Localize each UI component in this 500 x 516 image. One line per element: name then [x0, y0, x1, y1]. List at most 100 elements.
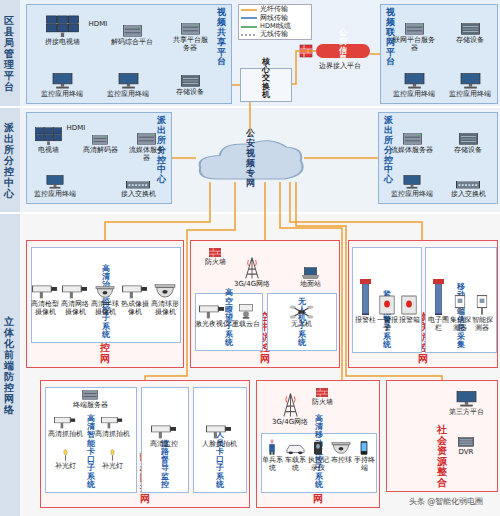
- device-label: 报警柱: [353, 316, 377, 324]
- mon-icon: [52, 73, 73, 89]
- srv-icon: [181, 23, 200, 35]
- device-label: 激光夜视仪: [194, 320, 230, 328]
- label-text: 边界接入平台: [314, 62, 366, 70]
- watermark: 头条 @智能化弱电圈: [394, 497, 498, 506]
- device-label: 监控应用终端: [30, 190, 80, 198]
- label-text: DVR: [451, 448, 481, 456]
- fw-icon: [316, 388, 328, 397]
- label-text: 监控应用终端: [103, 90, 153, 98]
- fiber-connector: [292, 51, 316, 84]
- node-title: 视频共享平台: [217, 8, 226, 67]
- label-text: 电子围栏: [426, 316, 450, 332]
- label-text: 第三方平台: [444, 408, 488, 416]
- label-text: 监控应用终端: [37, 90, 87, 98]
- label-text: 报警柱: [353, 316, 377, 324]
- box-icon: [401, 295, 417, 315]
- srv-icon: [82, 390, 98, 400]
- device-label: 监控应用终端: [389, 90, 439, 98]
- device-label: 车载系统: [284, 456, 306, 472]
- label-text: 接入交换机: [116, 190, 160, 198]
- band-label-column: [0, 108, 20, 212]
- device-label: 接入交换机: [446, 190, 490, 198]
- label-text: 电视墙: [30, 146, 66, 154]
- band-label-column: [0, 214, 20, 516]
- laptop-icon: [302, 267, 319, 279]
- device-label: 热成像摄像机: [121, 300, 149, 316]
- label-text: 监控应用终端: [387, 190, 437, 198]
- fiber-connector: [264, 182, 266, 240]
- label-text: 高清枪型摄像机: [31, 300, 59, 316]
- label-text: HDMI: [86, 20, 110, 28]
- node-title: 公安视频专网: [246, 129, 255, 188]
- label-text: 高清网络摄像机: [61, 300, 89, 316]
- label-text: 解码综合平台: [110, 38, 154, 46]
- region-label: 区县局管理平台: [4, 15, 14, 92]
- device-label: 补光灯: [50, 462, 80, 470]
- device-label: 头条 @智能化弱电圈: [394, 497, 498, 506]
- legend-line-sample: [241, 15, 257, 21]
- label-text: 高清球形摄像机: [151, 300, 179, 316]
- fiber-connector: [232, 84, 240, 86]
- stor-icon: [461, 23, 480, 35]
- legend-row: 网线传输: [241, 14, 309, 22]
- label-text: 监控应用终端: [445, 90, 495, 98]
- label-text: 布控球: [330, 456, 352, 464]
- device-label: 边界接入平台: [314, 62, 366, 70]
- device-label: 集成探测器: [448, 316, 472, 332]
- label-text: 手持终端: [353, 456, 375, 472]
- device-label: 执法记录仪: [307, 456, 329, 472]
- device-label: 一键报警: [375, 316, 399, 332]
- wall-icon: [35, 127, 62, 145]
- label-text: 接入交换机: [446, 190, 490, 198]
- label-text: 3G/4G网络: [232, 280, 272, 288]
- sw-icon: [456, 181, 480, 189]
- label-text: 监控应用终端: [30, 190, 80, 198]
- label-text: 终端服务器: [68, 401, 112, 409]
- box-icon: [379, 295, 395, 315]
- device-label: DVR: [451, 448, 481, 456]
- det-icon: [476, 295, 488, 315]
- label-text: 补光灯: [97, 462, 127, 470]
- stor-icon: [459, 133, 478, 145]
- rec-icon: [313, 441, 323, 455]
- legend-box: 光纤传输网线传输HDMI线缆无线传输: [238, 4, 312, 40]
- lamp-icon: [109, 449, 116, 461]
- device-label: 联网平台服务器: [392, 36, 436, 52]
- lamp-icon: [62, 449, 69, 461]
- label-text: 激光夜视仪: [194, 320, 230, 328]
- device-label: 重载云台: [231, 320, 261, 328]
- band-ground: [0, 0, 500, 106]
- device-label: 高清抓拍机: [92, 430, 132, 438]
- dome-icon: [331, 441, 351, 455]
- device-label: 流媒体服务器: [390, 146, 434, 154]
- dome-icon: [154, 283, 176, 299]
- sw-icon: [126, 181, 150, 189]
- device-label: 监控应用终端: [445, 90, 495, 98]
- label-text: 集成探测器: [448, 316, 472, 332]
- network-section: 物联防控网紧急报警子系统移动终端信息采集: [348, 240, 498, 368]
- stor-icon: [181, 75, 200, 87]
- car-icon: [286, 443, 305, 455]
- node-title: 人员卡口子系统: [216, 431, 224, 489]
- fw-icon: [209, 248, 221, 257]
- pole-icon: [360, 279, 371, 315]
- node-title: 社会资源整合: [437, 425, 447, 488]
- label-text: 高清监控: [148, 440, 180, 448]
- legend-text: HDMI线缆: [260, 23, 291, 30]
- device-label: 存储设备: [170, 88, 210, 96]
- device-label: 监控应用终端: [103, 90, 153, 98]
- device-label: 高清监控: [148, 440, 180, 448]
- device-label: 布控球: [330, 456, 352, 464]
- mon-icon: [456, 391, 477, 407]
- mon-icon: [46, 175, 64, 189]
- fiber-connector: [304, 157, 378, 159]
- device-label: 高清枪型摄像机: [31, 300, 59, 316]
- label-text: 高清抓拍机: [92, 430, 132, 438]
- band-ground: [0, 214, 500, 516]
- device-label: 电子围栏: [426, 316, 450, 332]
- device-label: 高清球形摄像机: [151, 300, 179, 316]
- drone-icon: [289, 305, 314, 319]
- label-text: 流媒体服务器: [126, 146, 166, 162]
- device-label: 监控应用终端: [387, 190, 437, 198]
